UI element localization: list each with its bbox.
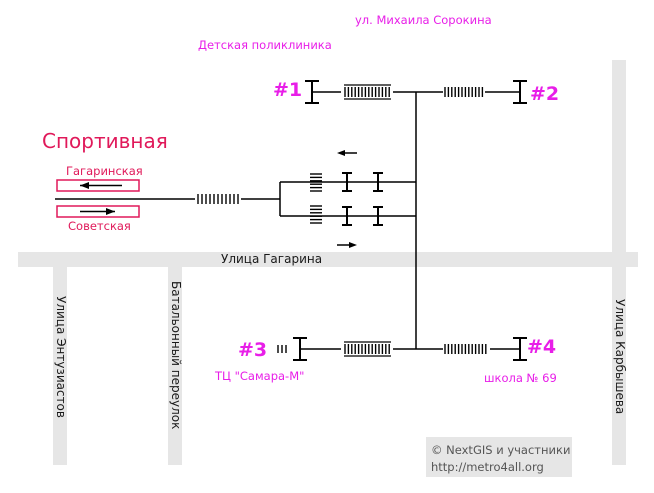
- street-label-sorokina: ул. Михаила Сорокина: [355, 13, 492, 27]
- movement-arrows: [337, 150, 357, 248]
- platform-label-sovetskaya: Советская: [68, 219, 131, 233]
- attribution-box: © NextGIS и участники http://metro4all.o…: [426, 437, 572, 477]
- arrow-left-icon: [80, 182, 89, 189]
- road-karbysheva: [612, 60, 626, 465]
- exit-1-label: #1: [273, 79, 303, 101]
- attribution-text: © NextGIS и участники: [431, 443, 571, 457]
- road-gagarina: [18, 252, 638, 267]
- place-label-school-69: школа № 69: [484, 371, 557, 385]
- arrow-right-icon: [349, 242, 357, 248]
- turnstiles: [342, 172, 383, 226]
- place-label-polyclinic: Детская поликлиника: [198, 38, 332, 52]
- stairs: [197, 84, 487, 357]
- road-entuziastov: [53, 267, 67, 465]
- street-label-entuziastov: Улица Энтузиастов: [54, 296, 68, 418]
- arrow-right-icon: [106, 208, 115, 215]
- roads: [18, 60, 638, 465]
- place-label-samara-m: ТЦ "Самара-М": [215, 369, 305, 383]
- street-label-gagarina: Улица Гагарина: [221, 252, 323, 266]
- exit-endcaps: [293, 80, 527, 361]
- exit-4-label: #4: [527, 336, 557, 358]
- platform-gagarinskaya: [56, 179, 140, 192]
- arrow-left-icon: [337, 150, 345, 156]
- platform-label-gagarinskaya: Гагаринская: [66, 164, 143, 178]
- street-label-karbysheva: Улица Карбышева: [613, 299, 627, 415]
- street-label-batalonny: Батальонный переулок: [169, 281, 183, 430]
- road-batalonny: [168, 267, 182, 465]
- platform-sovetskaya: [56, 205, 140, 218]
- attribution-link[interactable]: http://metro4all.org: [431, 460, 544, 474]
- exit-3-label: #3: [238, 339, 268, 361]
- passage-network: [55, 91, 520, 350]
- station-name: Спортивная: [42, 129, 168, 153]
- platforms: [56, 179, 140, 218]
- exit-2-label: #2: [530, 83, 560, 105]
